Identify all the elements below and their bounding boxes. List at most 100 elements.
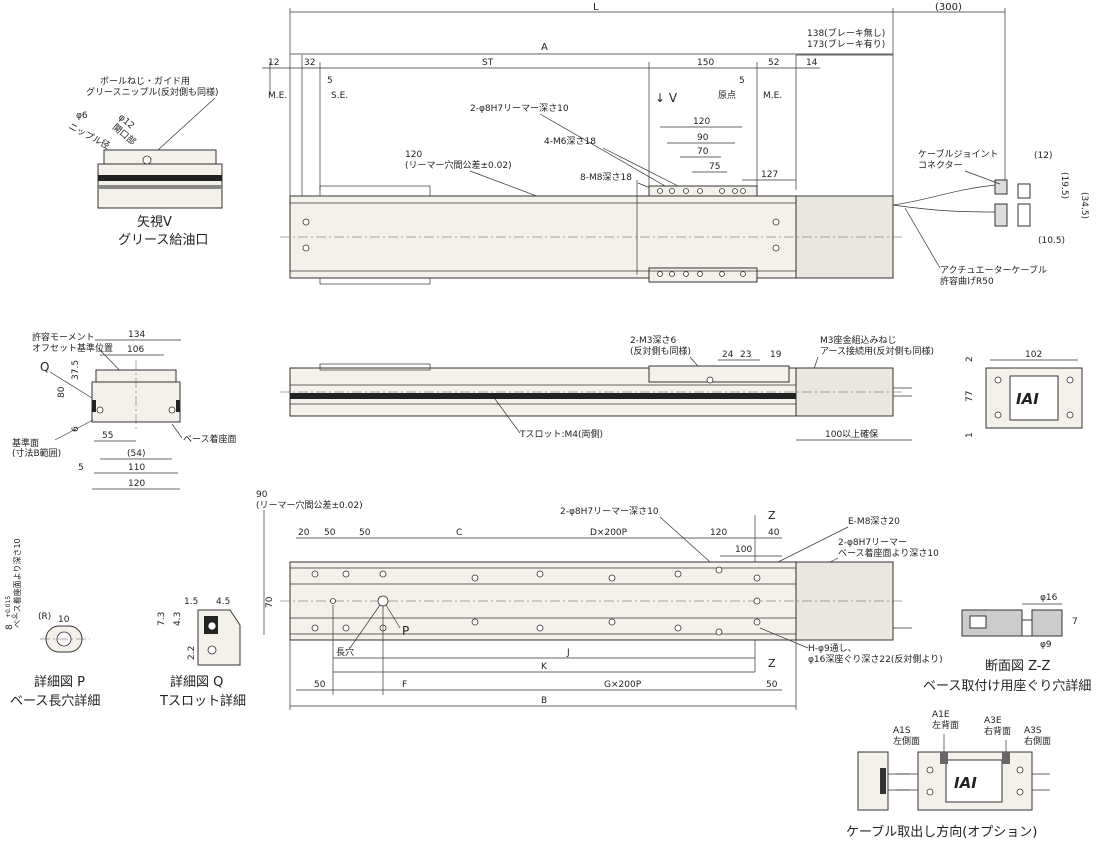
label-se: S.E.: [331, 91, 348, 101]
dim-50b: 50: [359, 528, 371, 538]
arrow-view-v: ↓ V: [655, 91, 678, 105]
title-cable-direction: ケーブル取出し方向(オプション): [846, 824, 1037, 840]
side-slider: [648, 365, 790, 383]
dim-300: (300): [935, 2, 962, 13]
label-a3e-back: 右背面: [984, 725, 1011, 737]
dim-cable-12: (12): [1034, 151, 1052, 161]
dim-5: 5: [78, 463, 84, 473]
label-ref-surface: 基準面: [12, 437, 39, 449]
label-p-tol: +0.015: [5, 596, 12, 618]
dim-l: L: [593, 2, 599, 13]
label-a3e: A3E: [984, 716, 1002, 726]
title-tslot-detail: Tスロット詳細: [159, 693, 246, 709]
label-p-depth: ベース着座面より深さ10: [12, 538, 22, 628]
dim-150: 150: [697, 58, 714, 68]
dim-z-7: 7: [1072, 617, 1078, 627]
dim-102: 102: [1025, 350, 1042, 360]
section-z: φ16 7 φ9 断面図 Z-Z ベース取付け用座ぐり穴詳細: [923, 593, 1091, 694]
label-a1s-side: 左側面: [893, 735, 920, 747]
label-z-top: Z: [768, 509, 776, 522]
callout-m6: 4-M6深さ18: [544, 136, 596, 147]
dim-37-5: 37.5: [71, 360, 81, 380]
dim-24: 24: [722, 350, 734, 360]
dim-2: 2: [965, 356, 975, 362]
label-counterbore: φ16深座ぐり深さ22(反対側より): [808, 653, 943, 665]
dim-1: 1: [965, 432, 975, 438]
callout-reamer: 2-φ8H7リーマー深さ10: [470, 103, 569, 114]
label-a3s: A3S: [1024, 726, 1042, 736]
callout-tol: (リーマー穴間公差±0.02): [405, 159, 512, 171]
label-bend-radius: 許容曲げR50: [940, 275, 994, 287]
dim-k: K: [541, 662, 548, 672]
dim-106: 106: [127, 345, 144, 355]
dim-a: A: [541, 42, 548, 53]
label-ground-screw: M3座金組込みねじ: [820, 334, 897, 346]
title-section-z: 断面図 Z-Z: [985, 659, 1051, 674]
label-z-bottom: Z: [768, 657, 776, 670]
label-ref-range: (寸法B範囲): [12, 447, 61, 459]
label-q: Q: [40, 360, 49, 374]
title-counterbore-detail: ベース取付け用座ぐり穴詳細: [923, 678, 1091, 694]
end-view: 許容モーメント オフセット基準位置 134 106 Q 37.5 80 6 基準…: [12, 330, 237, 490]
dim-52: 52: [768, 58, 779, 68]
label-m3: 2-M3深さ6: [630, 335, 676, 346]
dim-q-1-5: 1.5: [184, 597, 198, 607]
dim-32: 32: [304, 58, 315, 68]
dim-c: C: [456, 528, 462, 538]
view-v: ボールねじ・ガイド用 グリースニップル(反対側も同様) φ6 ニップル径 φ12…: [67, 76, 223, 248]
label-reamer2-a: 2-φ8H7リーマー: [838, 538, 907, 548]
dim-p-10: 10: [58, 615, 70, 625]
dim-14: 14: [806, 58, 818, 68]
dim-bottom-70: 70: [265, 596, 275, 608]
dim-bottom-100: 100: [735, 545, 752, 555]
label-phi6: φ6: [76, 111, 88, 121]
label-actuator-cable: アクチュエーターケーブル: [940, 264, 1047, 276]
dim-f: F: [402, 680, 407, 690]
label-a3s-side: 右側面: [1024, 735, 1051, 747]
label-p-r: (R): [38, 612, 51, 622]
label-me-left: M.E.: [268, 91, 287, 101]
dim-5b: 5: [739, 76, 745, 86]
label-p-tol0: 0: [11, 614, 18, 618]
label-a1s: A1S: [893, 726, 911, 736]
dim-bottom-120: 120: [710, 528, 727, 538]
label-reamer2-b: ベース着座面より深さ10: [838, 547, 939, 559]
cable-direction: A1S 左側面 A1E 左背面 A3E 右背面 A3S 右側面 IAI ケーブル…: [846, 710, 1051, 840]
label-home: 原点: [718, 90, 736, 101]
bottom-view: 90 (リーマー穴間公差±0.02) 2-φ8H7リーマー深さ10 Z Z 20…: [256, 490, 943, 710]
dim-slider-120: 120: [693, 117, 710, 127]
logo-iai-cable: IAI: [954, 774, 977, 792]
label-p-8: 8: [5, 624, 15, 630]
title-detail-p: 詳細図 P: [34, 674, 85, 690]
dim-cable-105: (10.5): [1038, 236, 1065, 246]
dim-bottom-40: 40: [768, 528, 780, 538]
title-slot-detail: ベース長穴詳細: [10, 693, 100, 709]
dim-80: 80: [57, 386, 67, 398]
dim-5a: 5: [327, 76, 333, 86]
title-grease-port: グリース給油口: [118, 233, 208, 248]
label-moment-2: オフセット基準位置: [32, 342, 113, 354]
dim-slider-75: 75: [709, 162, 720, 172]
dim-50a: 50: [324, 528, 336, 538]
dim-j: J: [566, 648, 570, 658]
dim-50c: 50: [314, 680, 326, 690]
dim-gx200p: G×200P: [604, 680, 642, 690]
label-m3-opposite: (反対側も同様): [630, 345, 691, 357]
dim-77: 77: [965, 391, 975, 402]
label-grease-1: ボールねじ・ガイド用: [100, 76, 190, 87]
right-end-view: 102 2 77 1 IAI: [965, 350, 1083, 438]
title-detail-q: 詳細図 Q: [170, 674, 223, 690]
slider-top: [648, 185, 758, 197]
detail-q: 1.5 4.5 7.3 4.3 2.2 詳細図 Q Tスロット詳細: [157, 597, 246, 709]
label-connector: コネクター: [918, 160, 963, 171]
dim-20: 20: [298, 528, 310, 538]
dim-z-phi9: φ9: [1040, 640, 1052, 650]
dim-50d: 50: [766, 680, 778, 690]
dim-55: 55: [102, 431, 113, 441]
dim-23: 23: [740, 350, 751, 360]
dim-12: 12: [268, 58, 279, 68]
dim-110: 110: [128, 463, 145, 473]
label-moment-1: 許容モーメント: [32, 331, 95, 343]
dim-b: B: [541, 696, 547, 706]
label-base-seat: ベース着座面: [183, 433, 237, 445]
